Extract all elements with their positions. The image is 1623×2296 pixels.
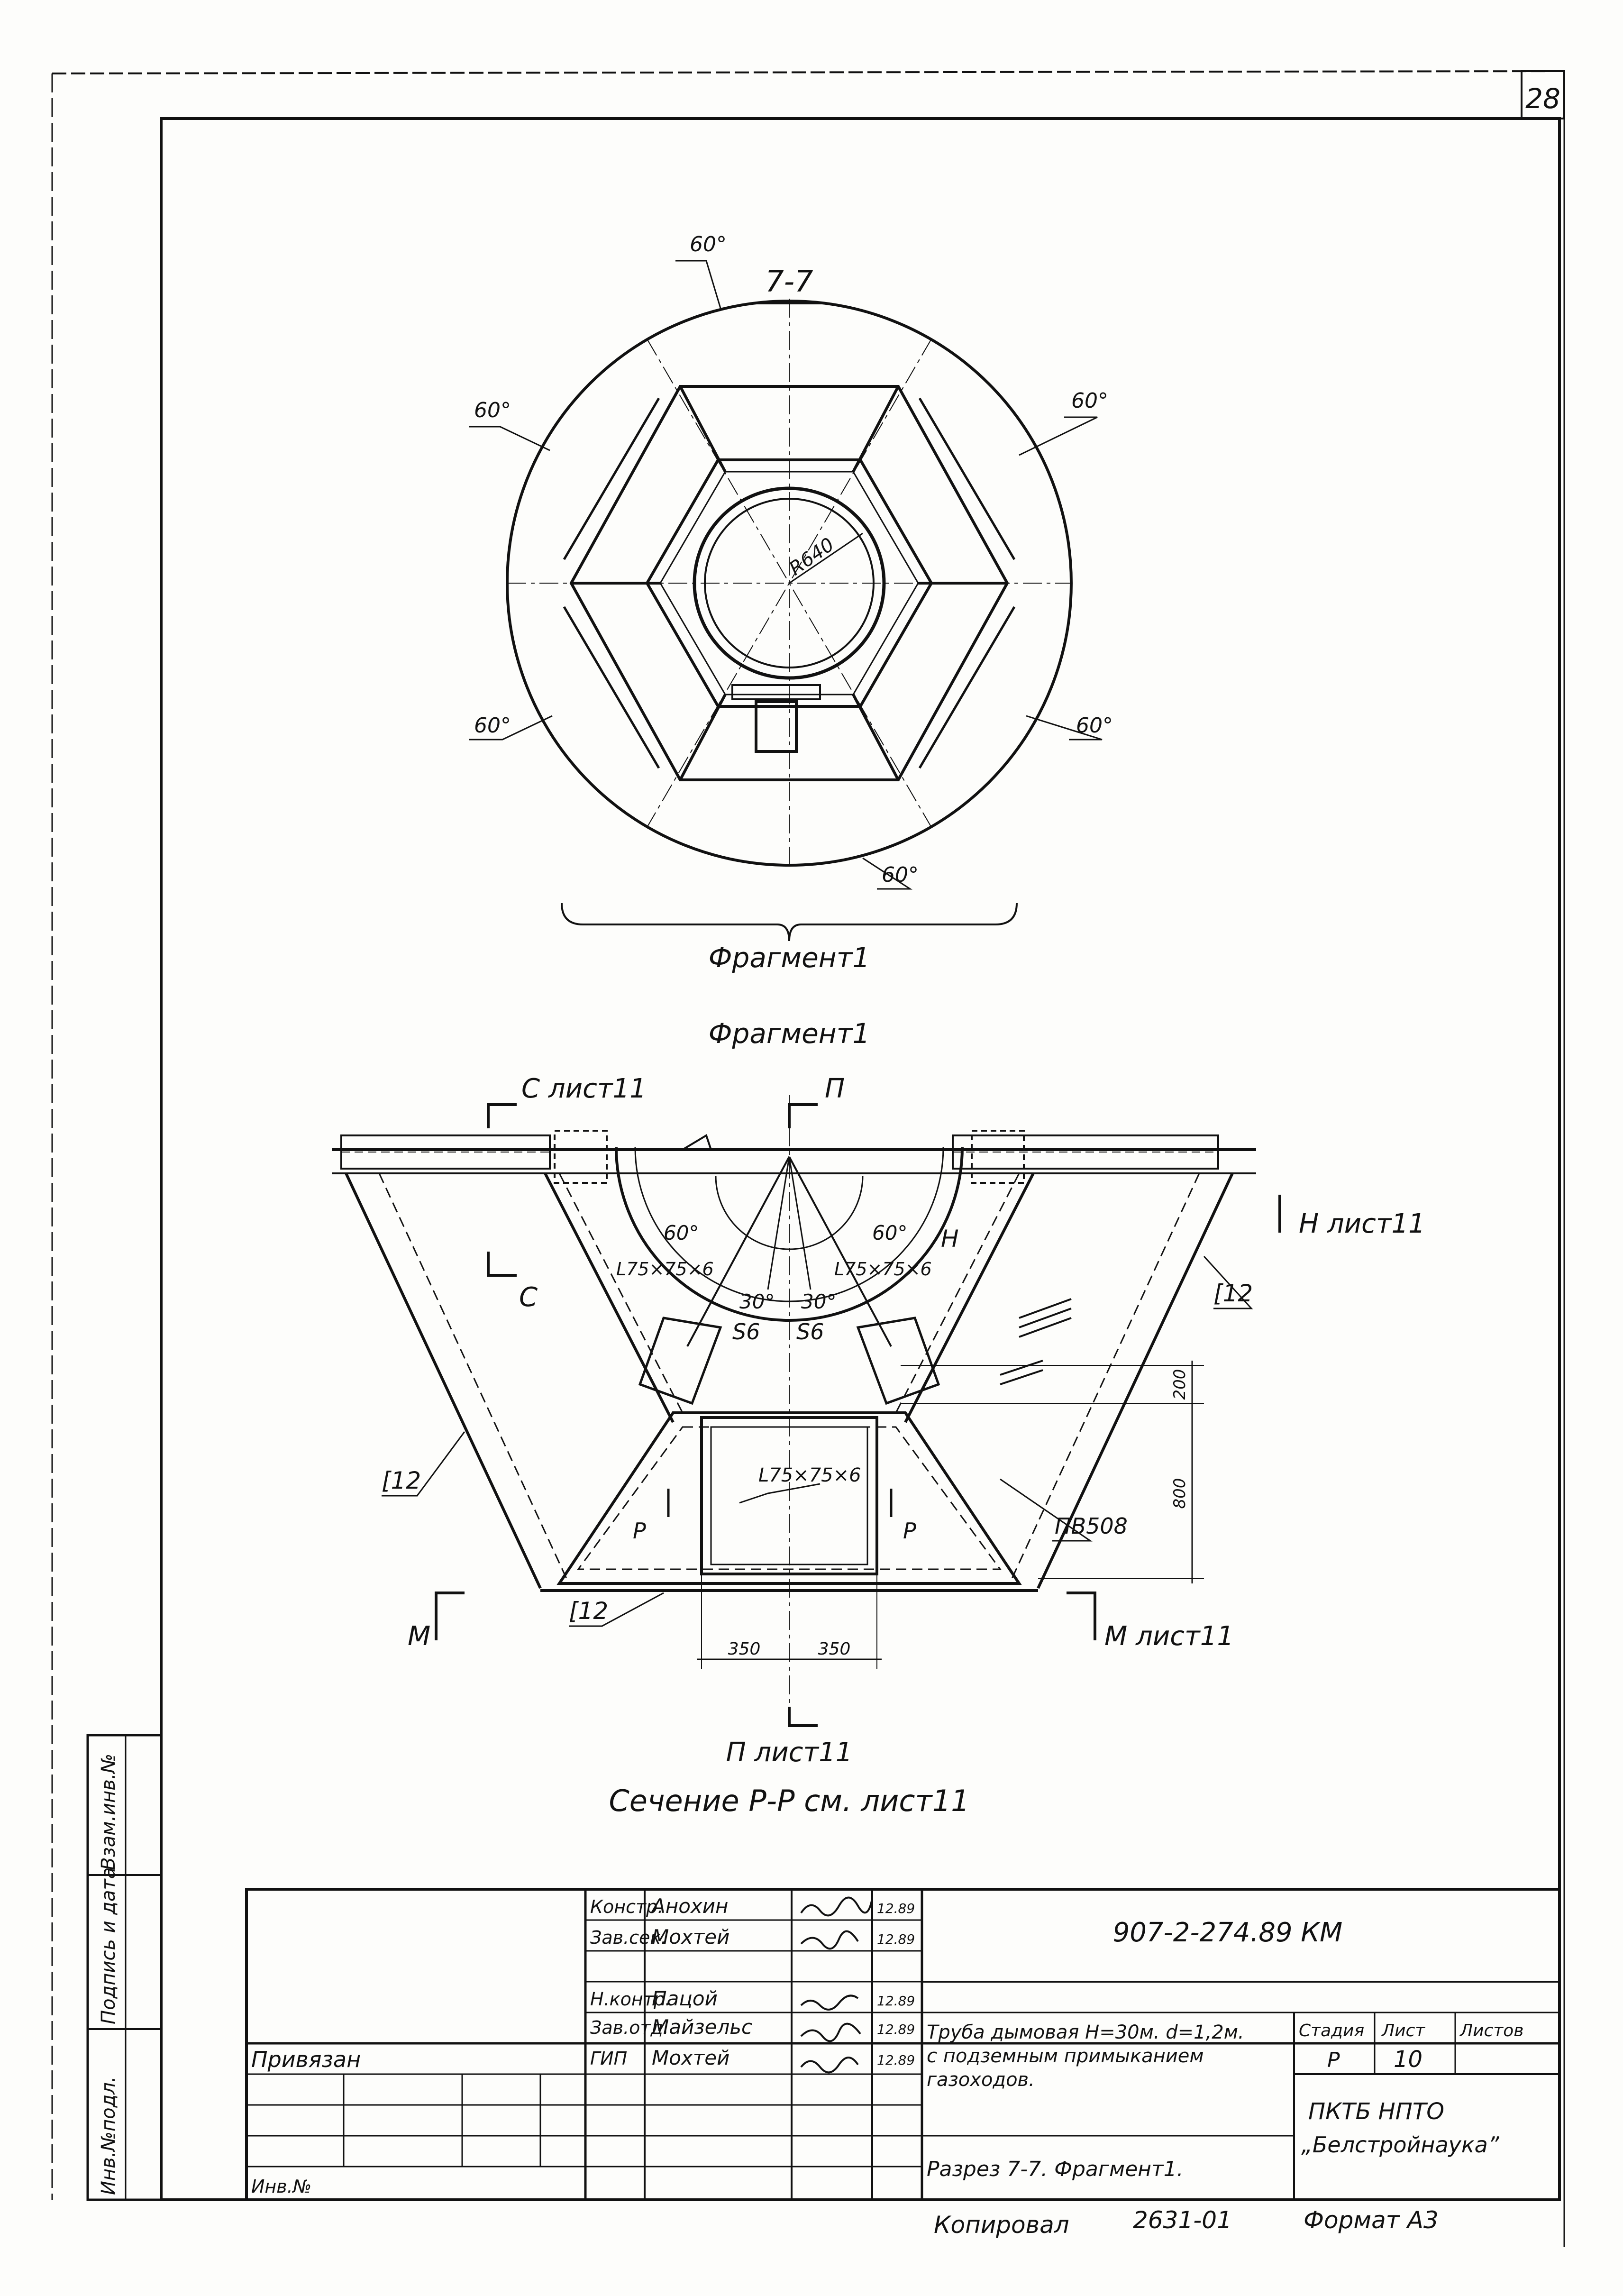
org-line2: „Белстройнаука” (1301, 2132, 1500, 2158)
title-block-grid (245, 1888, 1561, 2201)
margin-inv-orig: Инв.№подл. (98, 2076, 119, 2195)
mark-p-left: Р (633, 1518, 646, 1544)
section-c-bottom-label: С (519, 1282, 538, 1313)
channel-right-label: [12 (1213, 1280, 1253, 1307)
dim-800: 800 (1170, 1478, 1189, 1509)
role-4: Зав.отд. (590, 2017, 669, 2038)
dim-350-left: 350 (728, 1639, 761, 1659)
dim-200: 200 (1170, 1369, 1189, 1400)
angle-label-lower-right: 60° (1076, 713, 1113, 738)
pv-grating-label: ПВ508 (1055, 1513, 1128, 1539)
channel-left-label: [12 (382, 1467, 421, 1494)
angle-30-right: 30° (801, 1290, 836, 1313)
angle-label-upper-right: 60° (1071, 389, 1108, 413)
section-p-top-label: П (825, 1073, 845, 1104)
channel-bottom-label: [12 (569, 1597, 608, 1625)
mark-p-right: Р (903, 1518, 916, 1544)
sheet-header: Лист (1381, 2021, 1425, 2040)
radius-label: R640 (785, 534, 839, 580)
tied-label: Привязан (251, 2047, 361, 2072)
date-0: 12.89 (877, 1901, 915, 1916)
section-note: Сечение Р-Р см. лист11 (609, 1784, 969, 1818)
angle-profile-right: L75×75×6 (834, 1259, 932, 1280)
brace-label-fragment: Фрагмент1 (709, 942, 870, 974)
role-1: Зав.сек. (590, 1927, 666, 1948)
role-3: Н.контр. (590, 1989, 671, 2010)
dim-350-right: 350 (818, 1639, 851, 1659)
document-code: 907-2-274.89 КМ (1113, 1917, 1343, 1948)
name-5: Мохтей (652, 2046, 729, 2069)
section-p-bottom-label: П лист11 (726, 1737, 853, 1768)
sheet-value: 10 (1394, 2046, 1422, 2073)
role-0: Констр. (590, 1896, 663, 1917)
copied-by: Копировал (934, 2211, 1069, 2239)
angle-profile-left: L75×75×6 (616, 1259, 714, 1280)
name-4: Майзельс (652, 2015, 752, 2039)
plate-s6-right: S6 (796, 1319, 824, 1345)
signatures (800, 1896, 873, 2074)
sheet-title: Разрез 7-7. Фрагмент1. (927, 2157, 1184, 2181)
mark-h: Н (941, 1225, 959, 1253)
section-title-7-7: 7-7 (765, 264, 813, 299)
angle-profile-center: L75×75×6 (758, 1464, 861, 1486)
angle-30-left: 30° (739, 1290, 775, 1313)
sheets-header: Листов (1459, 2021, 1523, 2040)
org-line1: ПКТБ НПТО (1308, 2098, 1444, 2125)
name-1: Мохтей (652, 1925, 729, 1948)
name-3: Пацой (652, 1987, 718, 2010)
angle-label-upper-left: 60° (474, 398, 511, 422)
date-5: 12.89 (877, 2052, 915, 2068)
section-m-left-label: М (408, 1621, 430, 1652)
section-h-label: Н лист11 (1299, 1208, 1425, 1239)
inv-label: Инв.№ (251, 2176, 311, 2197)
margin-signature-date: Подпись и дата (98, 1867, 119, 2024)
copy-number: 2631-01 (1133, 2206, 1232, 2234)
object-title-line1: Труба дымовая Н=30м. d=1,2м. (927, 2022, 1244, 2043)
object-title-line3: газоходов. (927, 2069, 1035, 2091)
stage-header: Стадия (1299, 2021, 1364, 2040)
plate-s6-left: S6 (732, 1319, 760, 1345)
date-3: 12.89 (877, 1993, 915, 2009)
angle-60-right: 60° (872, 1221, 907, 1244)
fragment-title: Фрагмент1 (709, 1017, 870, 1050)
margin-inv-replace: Взам.инв.№ (98, 1754, 119, 1870)
date-1: 12.89 (877, 1931, 915, 1947)
object-title-line2: с подземным примыканием (927, 2045, 1204, 2067)
page-number: 28 (1525, 82, 1560, 115)
date-4: 12.89 (877, 2022, 915, 2037)
margin-stamp (86, 1734, 163, 2201)
name-0: Анохин (650, 1894, 729, 1918)
stage-value: Р (1327, 2048, 1340, 2072)
angle-60-left: 60° (664, 1221, 699, 1244)
section-7-7-plan (469, 260, 1103, 942)
angle-label-top: 60° (690, 232, 727, 256)
section-m-right-label: М лист11 (1104, 1621, 1234, 1652)
role-5: ГИП (590, 2048, 627, 2069)
section-c-top-label: С лист11 (521, 1073, 647, 1104)
fragment-1-drawing (332, 1095, 1281, 1727)
format-note: Формат А3 (1304, 2206, 1439, 2234)
angle-label-lower-left: 60° (474, 713, 511, 738)
angle-label-bottom: 60° (882, 863, 919, 887)
